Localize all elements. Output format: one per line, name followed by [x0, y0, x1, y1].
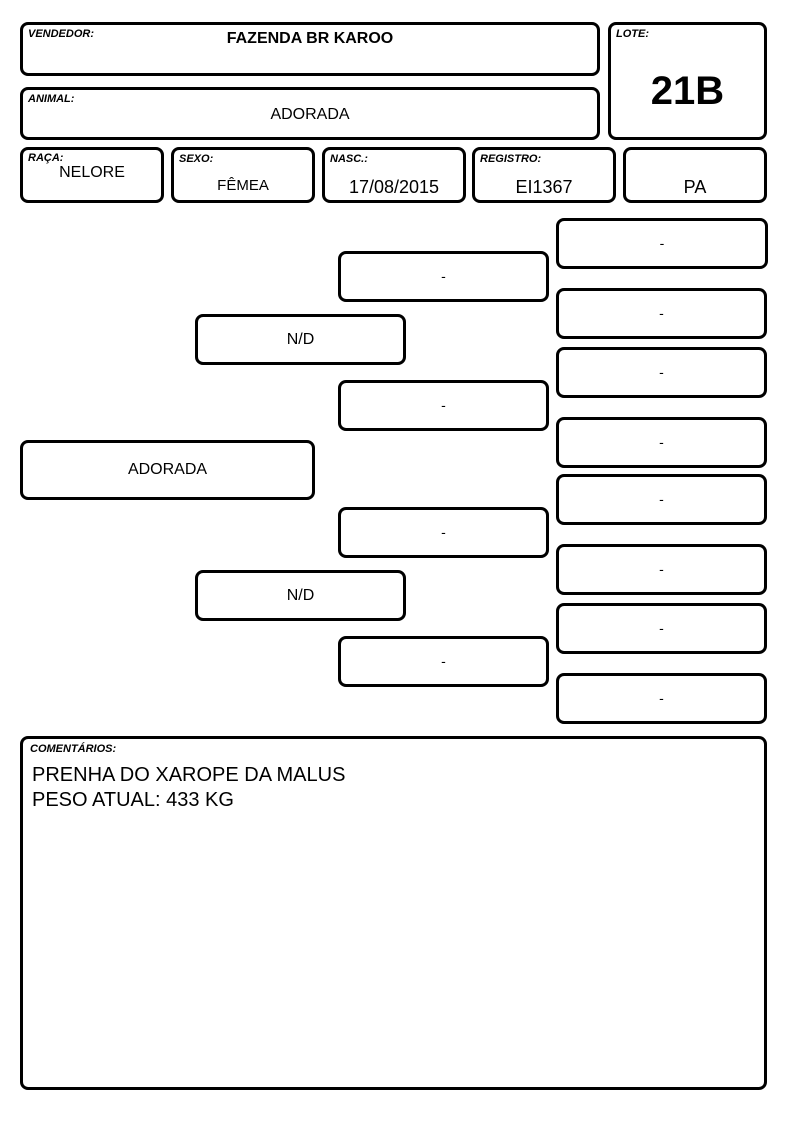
pedigree-great-grandparent: - — [659, 689, 664, 706]
animal-label: ANIMAL: — [28, 93, 75, 105]
pedigree-animal: ADORADA — [127, 461, 208, 478]
pedigree-sire: N/D — [286, 330, 315, 348]
nasc-box: NASC.: 17/08/2015 — [322, 147, 466, 203]
comments-label: COMENTÁRIOS: — [30, 743, 117, 755]
raca-box: RAÇA: NELORE — [20, 147, 164, 203]
pedigree-great-grandparent: - — [659, 619, 664, 636]
nasc-label: NASC.: — [330, 153, 368, 165]
registro-value: EI1367 — [515, 177, 573, 197]
pedigree-great-grandparent: - — [659, 304, 664, 321]
pedigree-animal-box: ADORADA — [20, 440, 315, 500]
pedigree-dam-box: N/D — [195, 570, 406, 621]
pedigree-great-grandparent-box: - — [556, 474, 767, 525]
pedigree-dam-sire: - — [441, 523, 446, 540]
pedigree-great-grandparent-box: - — [556, 544, 767, 595]
lote-value: 21B — [650, 69, 725, 113]
vendedor-box: VENDEDOR: FAZENDA BR KAROO — [20, 22, 600, 76]
nasc-value: 17/08/2015 — [348, 177, 440, 197]
pedigree-great-grandparent: - — [659, 560, 664, 577]
pedigree-great-grandparent-box: - — [556, 603, 767, 654]
pedigree-dam-dam: - — [441, 652, 446, 669]
comments-box: COMENTÁRIOS: PRENHA DO XAROPE DA MALUS P… — [20, 736, 767, 1090]
raca-value: NELORE — [59, 164, 125, 181]
lote-label: LOTE: — [616, 28, 649, 40]
pedigree-dam-dam-box: - — [338, 636, 549, 687]
pedigree-great-grandparent-box: - — [556, 673, 767, 724]
registro-label: REGISTRO: — [480, 153, 542, 165]
pedigree-sire-sire: - — [441, 267, 446, 284]
comments-text: PRENHA DO XAROPE DA MALUS PESO ATUAL: 43… — [32, 764, 346, 811]
pedigree-great-grandparent: - — [659, 490, 664, 507]
animal-value: ADORADA — [270, 106, 350, 123]
pedigree-dam-sire-box: - — [338, 507, 549, 558]
vendedor-value: FAZENDA BR KAROO — [226, 30, 394, 47]
pedigree-sire-sire-box: - — [338, 251, 549, 302]
pedigree-great-grandparent: - — [659, 234, 665, 251]
sexo-label: SEXO: — [179, 153, 214, 165]
registro-box: REGISTRO: EI1367 — [472, 147, 616, 203]
animal-box: ANIMAL: ADORADA — [20, 87, 600, 140]
pedigree-great-grandparent: - — [659, 363, 664, 380]
pedigree-great-grandparent: - — [659, 433, 664, 450]
pedigree-sire-dam-box: - — [338, 380, 549, 431]
pedigree-great-grandparent-box: - — [556, 218, 768, 269]
pedigree-sire-box: N/D — [195, 314, 406, 365]
sexo-value: FÊMEA — [217, 177, 269, 194]
pedigree-dam: N/D — [286, 586, 315, 604]
pedigree-great-grandparent-box: - — [556, 417, 767, 468]
pedigree-sire-dam: - — [441, 396, 446, 413]
pedigree-great-grandparent-box: - — [556, 347, 767, 398]
lote-box: LOTE: 21B — [608, 22, 767, 140]
pedigree-great-grandparent-box: - — [556, 288, 767, 339]
raca-label: RAÇA: — [28, 152, 64, 164]
uf-value: PA — [683, 177, 707, 197]
sexo-box: SEXO: FÊMEA — [171, 147, 315, 203]
vendedor-label: VENDEDOR: — [28, 28, 95, 40]
uf-box: PA — [623, 147, 767, 203]
